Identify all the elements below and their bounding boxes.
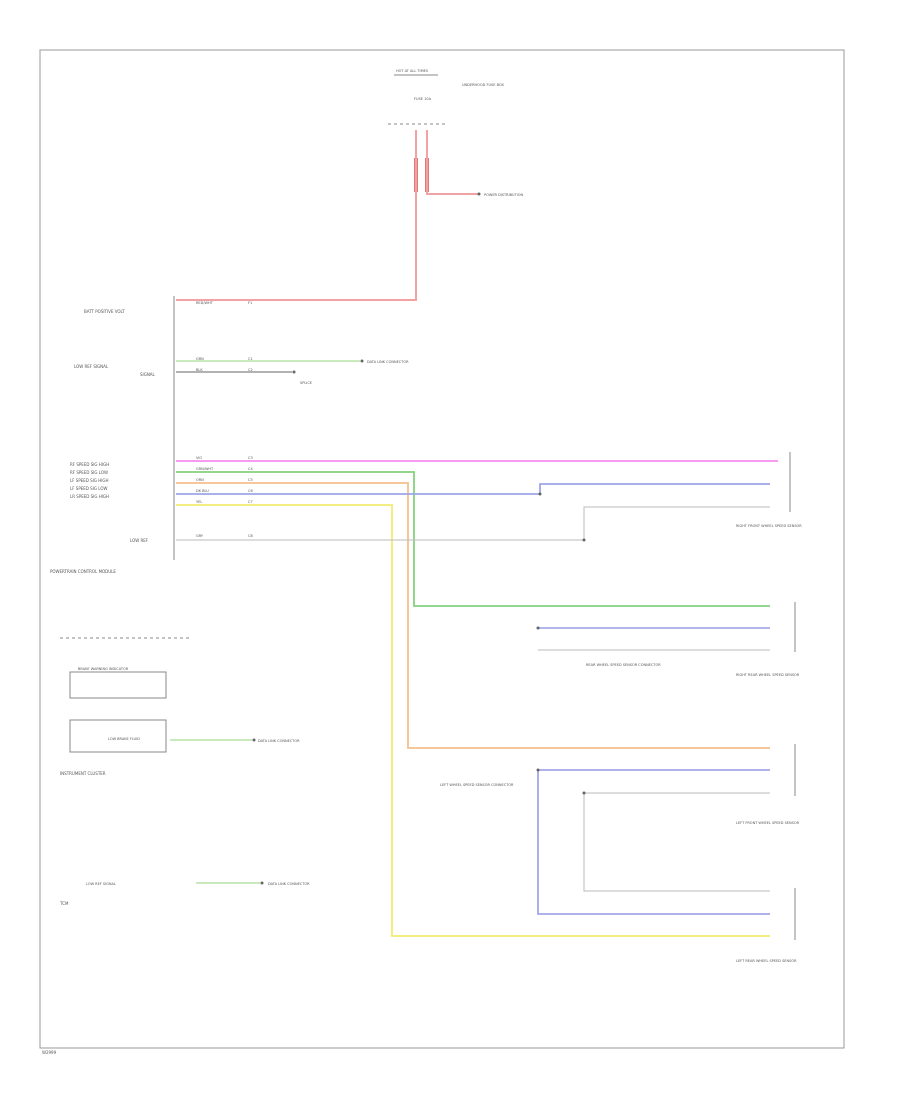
left-note: LEFT WHEEL SPEED SENSOR CONNECTOR — [440, 783, 514, 787]
wire-label: RED/WHT — [196, 301, 214, 305]
power-dist-node — [477, 192, 481, 196]
diagram-code: W2999 — [42, 1050, 57, 1055]
data-link-label: DATA LINK CONNECTOR — [258, 739, 300, 743]
wire-label: VIO — [196, 456, 202, 460]
rear-note: REAR WHEEL SPEED SENSOR CONNECTOR — [586, 663, 661, 667]
fuse-label: FUSE 10A — [414, 97, 432, 101]
diagram-frame — [39, 49, 845, 1049]
module-pin-label: RF SPEED SIG LOW — [70, 470, 108, 475]
wire-circuit: C1 — [248, 357, 253, 361]
ground-node — [582, 791, 586, 795]
wire-circuit: C4 — [248, 467, 253, 471]
data-link-label: DATA LINK CONNECTOR — [367, 360, 409, 364]
sensor-name: LEFT REAR WHEEL SPEED SENSOR — [736, 959, 797, 963]
tcm-label: TCM — [59, 901, 69, 906]
wire-circuit: C5 — [248, 478, 253, 482]
tcm-pin: LOW REF SIGNAL — [86, 882, 116, 886]
wire-label: ORN — [196, 478, 204, 482]
top-connector: HOT AT ALL TIMES FUSE 10A UNDERHOOD FUSE… — [388, 69, 504, 192]
sensor-wires — [176, 460, 778, 937]
sensor-name: RIGHT REAR WHEEL SPEED SENSOR — [736, 673, 800, 677]
instrument-cluster: BRAKE WARNING INDICATOR LOW BRAKE FLUID … — [60, 637, 300, 776]
cluster-item: BRAKE WARNING INDICATOR — [78, 667, 129, 671]
hot-at-all-times-label: HOT AT ALL TIMES — [396, 69, 429, 73]
module-pin-label: RF SPEED SIG HIGH — [70, 462, 109, 467]
underhood-fuse-box-label: UNDERHOOD FUSE BOX — [462, 83, 504, 87]
sensor-name: LEFT FRONT WHEEL SPEED SENSOR — [736, 821, 800, 825]
wire-label: YEL — [196, 500, 202, 504]
module-pin-label: BATT POSITIVE VOLT — [84, 309, 125, 314]
module-pin-label: LOW REF SIGNAL — [74, 364, 109, 369]
module-title: POWERTRAIN CONTROL MODULE — [50, 569, 116, 574]
module-pin-label: LR SPEED SIG HIGH — [70, 494, 109, 499]
wire-circuit: C3 — [248, 456, 253, 460]
wire-circuit: F1 — [248, 301, 252, 305]
wire-circuit: C6 — [248, 489, 253, 493]
module-pin-label: LF SPEED SIG HIGH — [70, 478, 109, 483]
module-pin-label: LOW REF — [130, 538, 149, 543]
wire-label: GRN/WHT — [196, 467, 214, 471]
cluster-item: LOW BRAKE FLUID — [108, 737, 140, 741]
data-link-wires — [176, 360, 360, 373]
module-pin-label: SIGNAL — [140, 372, 156, 377]
power-distribution-label: POWER DISTRIBUTION — [484, 193, 524, 197]
module-wire-labels: RED/WHT F1 GRN C1 BLK C2 VIO C3 GRN/WHT … — [196, 301, 253, 538]
signal-node — [536, 626, 540, 630]
signal-node — [538, 492, 542, 496]
data-link-node — [360, 359, 364, 363]
signal-node — [536, 768, 540, 772]
module-body: BATT POSITIVE VOLT LOW REF SIGNAL SIGNAL… — [50, 296, 175, 574]
ground-node — [582, 538, 586, 542]
tcm-block: LOW REF SIGNAL TCM DATA LINK CONNECTOR — [59, 881, 310, 906]
power-wire — [176, 130, 478, 301]
sensor-name: RIGHT FRONT WHEEL SPEED SENSOR — [736, 524, 802, 528]
wire-circuit: C2 — [248, 368, 253, 372]
module-pin-label: LF SPEED SIG LOW — [70, 486, 107, 491]
cluster-title: INSTRUMENT CLUSTER — [60, 771, 106, 776]
wire-label: BLK — [196, 368, 203, 372]
sensor-connectors — [789, 452, 796, 940]
splice-node — [292, 370, 296, 374]
splice-label: SPLICE — [300, 381, 312, 385]
wire-label: GRN — [196, 357, 204, 361]
wire-circuit: C8 — [248, 534, 253, 538]
wire-circuit: C7 — [248, 500, 253, 504]
wire-label: GRY — [196, 534, 204, 538]
wire-label: DK BLU — [196, 489, 209, 493]
data-link-label: DATA LINK CONNECTOR — [268, 882, 310, 886]
ground-wires — [176, 506, 770, 892]
